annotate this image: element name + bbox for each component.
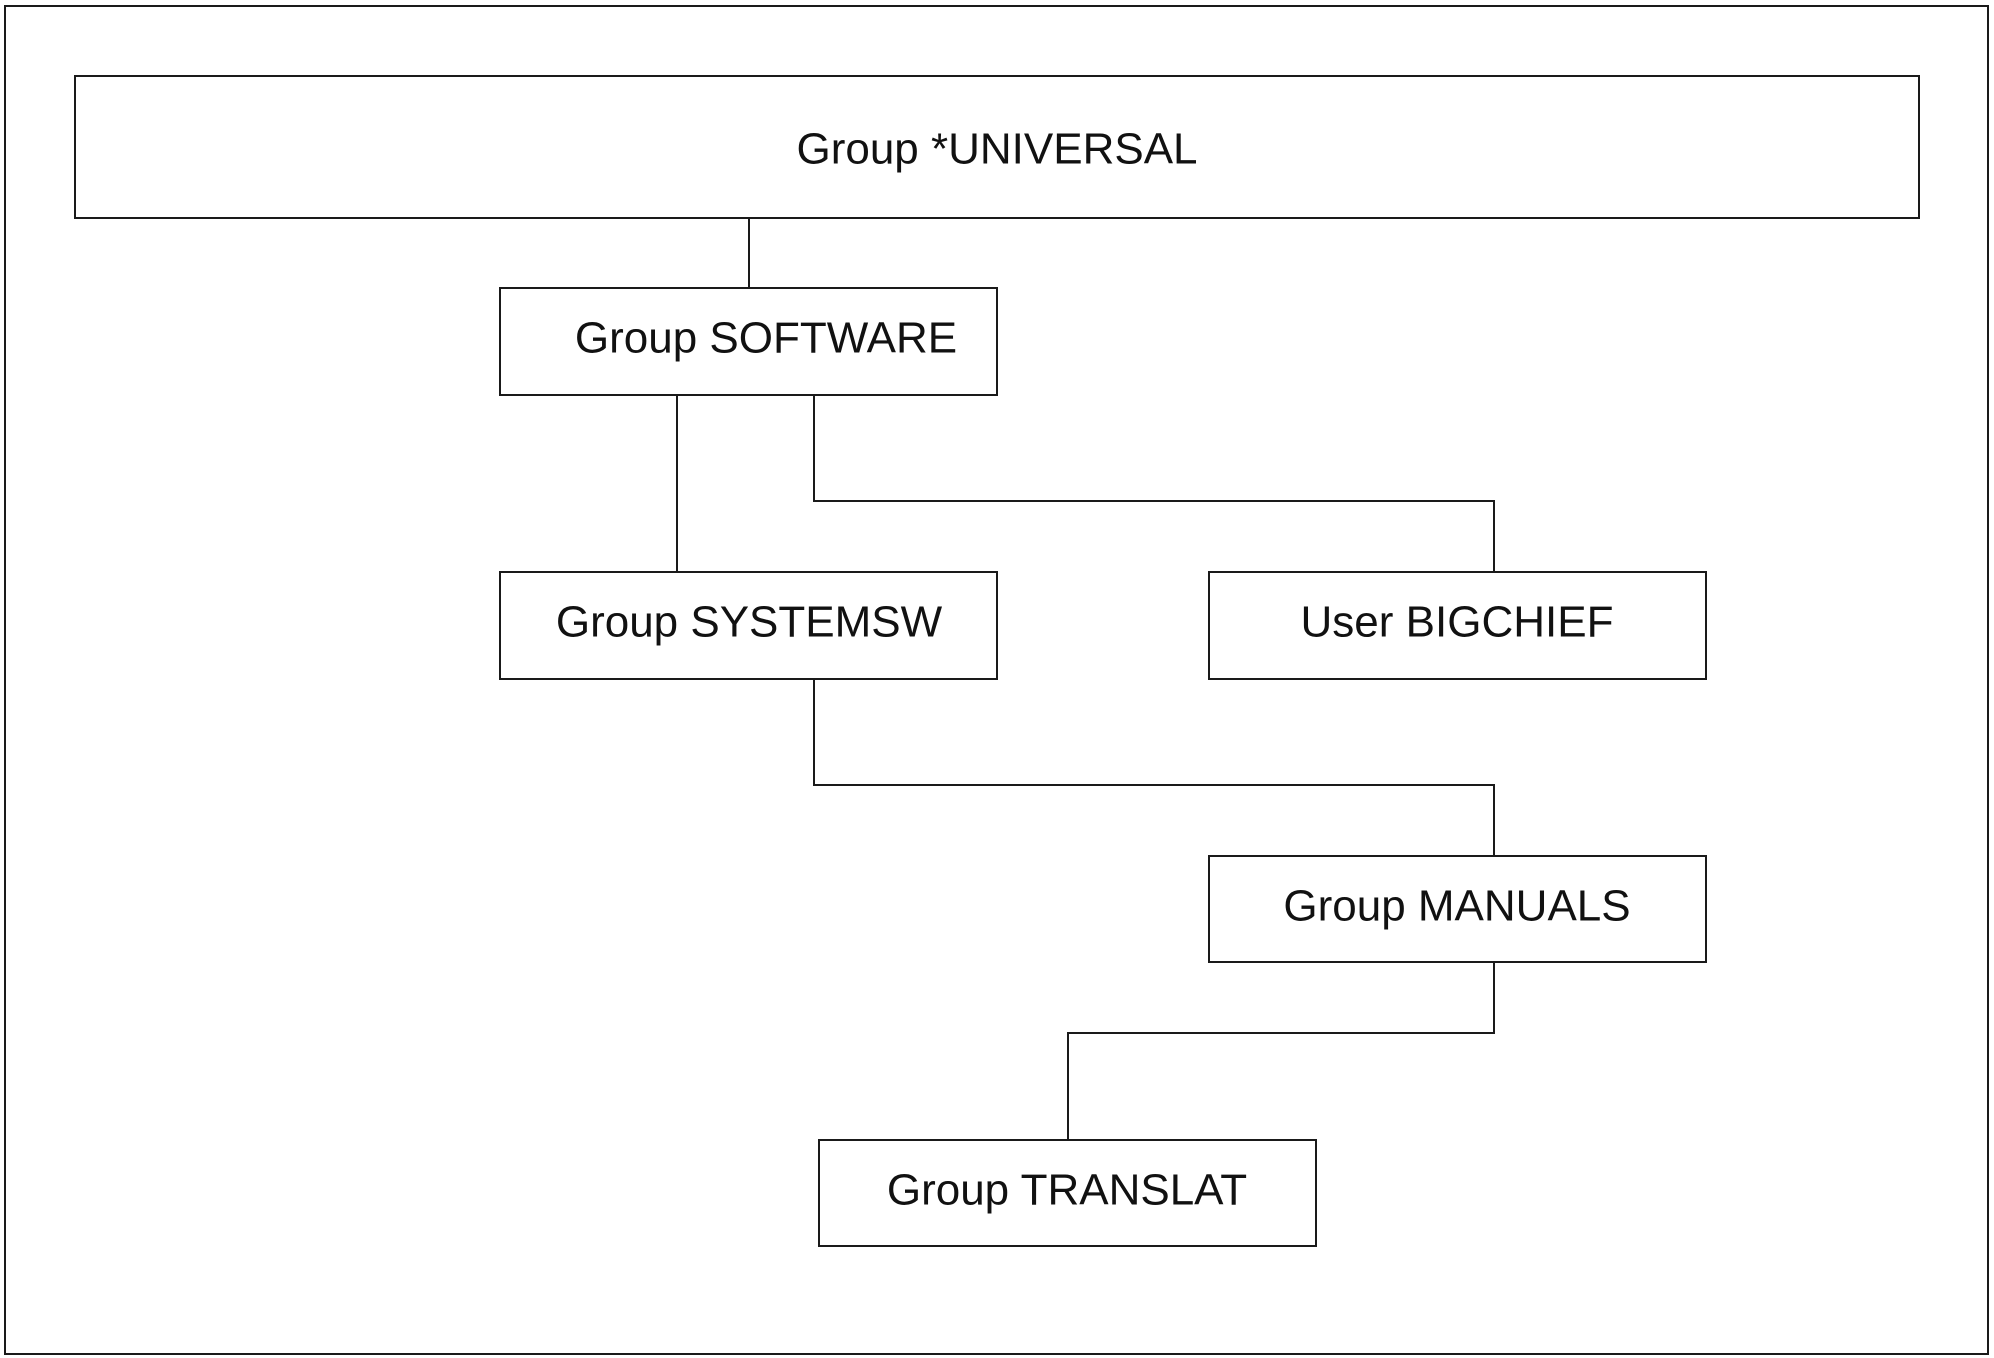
node-translat-label: Group TRANSLAT — [887, 1166, 1247, 1215]
connectors — [676, 218, 1495, 1140]
node-universal-label: Group *UNIVERSAL — [796, 125, 1197, 174]
node-systemsw: Group SYSTEMSW — [499, 571, 998, 680]
node-systemsw-box — [499, 571, 998, 680]
node-universal-box — [74, 75, 1920, 219]
edge-systemsw-manuals — [813, 679, 1495, 856]
node-universal: Group *UNIVERSAL — [74, 75, 1920, 219]
node-software-label: Group SOFTWARE — [575, 314, 957, 363]
edge-manuals-translat — [1067, 962, 1495, 1140]
diagram-frame — [4, 5, 1989, 1355]
node-software-box — [499, 287, 998, 396]
node-manuals-label: Group MANUALS — [1283, 882, 1630, 931]
edge-software-bigchief — [813, 395, 1495, 572]
node-translat-box — [818, 1139, 1317, 1247]
node-systemsw-label: Group SYSTEMSW — [556, 598, 943, 647]
node-software: Group SOFTWARE — [499, 287, 998, 396]
node-bigchief-box — [1208, 571, 1707, 680]
node-bigchief: User BIGCHIEF — [1208, 571, 1707, 680]
node-manuals-box — [1208, 855, 1707, 963]
node-translat: Group TRANSLAT — [818, 1139, 1317, 1247]
node-bigchief-label: User BIGCHIEF — [1301, 598, 1614, 647]
node-manuals: Group MANUALS — [1208, 855, 1707, 963]
